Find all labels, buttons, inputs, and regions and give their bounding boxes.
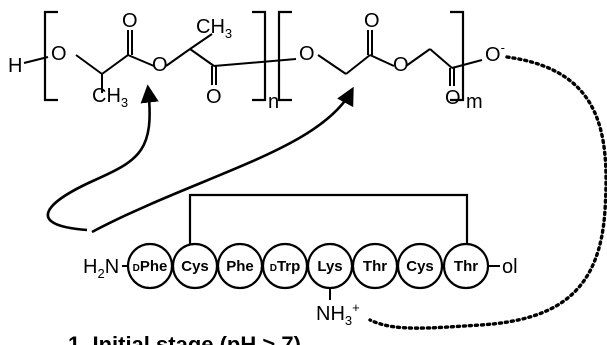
svg-text:Thr: Thr <box>363 258 387 275</box>
residue-8: Thr <box>442 242 490 290</box>
svg-text:Thr: Thr <box>454 258 478 275</box>
svg-text:Cys: Cys <box>406 258 434 275</box>
residue-2: Cys <box>171 242 219 290</box>
atom-h: H <box>8 55 22 77</box>
disulfide-bridge <box>188 193 469 245</box>
atom-o-7: O <box>393 54 409 76</box>
residue-5: Lys <box>306 242 354 290</box>
atom-o-4: O <box>206 86 222 108</box>
residue-3: Phe <box>216 242 264 290</box>
ionic-interaction <box>368 55 607 330</box>
nucleophilic-attack-arrows <box>46 84 354 234</box>
atom-ch3-top: CH3 <box>196 16 232 41</box>
svg-text:Cys: Cys <box>181 258 209 275</box>
octreotide-peptide: H2N DPhe Cys Phe DTrp Lys Thr <box>83 193 518 328</box>
polymer-bonds <box>23 30 483 93</box>
atom-o-terminal: O- <box>485 40 505 66</box>
repeat-m-label: m <box>466 91 483 113</box>
atom-o-5: O <box>299 43 315 65</box>
ionic-dotted-line <box>368 55 607 330</box>
residue-4: DTrp <box>261 242 309 290</box>
bracket-glycolide-right <box>450 10 465 102</box>
lys-side-chain: NH3+ <box>316 300 360 328</box>
n-terminus: H2N <box>83 256 119 281</box>
bracket-glycolide-left <box>277 10 292 102</box>
atom-ch3-bottom: CH3 <box>92 85 128 110</box>
svg-text:Phe: Phe <box>226 258 254 275</box>
bracket-lactide-left <box>43 10 58 102</box>
bracket-lactide-right <box>252 10 267 102</box>
atom-o-2: O <box>122 10 138 32</box>
arrow-to-lactide-carbonyl <box>46 84 159 232</box>
residue-6: Thr <box>351 242 399 290</box>
plga-polymer: H O CH3 O O CH3 O O O O O O- n m <box>8 10 505 113</box>
arrow-to-glycolide-carbonyl <box>91 86 354 234</box>
stage-caption: 1. Initial stage (pH > 7) <box>68 332 301 345</box>
atom-o-1: O <box>51 43 67 65</box>
svg-text:DPhe: DPhe <box>133 258 168 275</box>
residue-7: Cys <box>396 242 444 290</box>
atom-o-3: O <box>152 54 168 76</box>
atom-o-6: O <box>364 10 380 32</box>
svg-text:DTrp: DTrp <box>270 258 301 275</box>
atom-o-8: O <box>445 87 461 109</box>
repeat-n-label: n <box>268 91 279 113</box>
c-terminus: ol <box>502 256 518 278</box>
residue-1: DPhe <box>126 242 174 290</box>
svg-text:Lys: Lys <box>317 258 342 275</box>
